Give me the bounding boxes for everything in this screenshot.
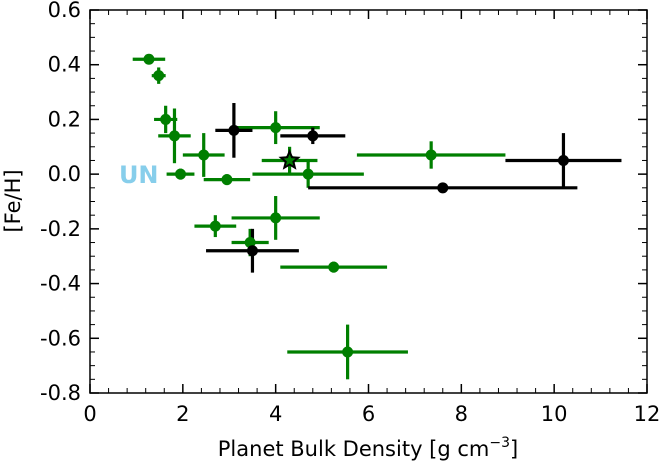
x-tick-label: 6 <box>362 402 375 426</box>
y-tick-label: 0.2 <box>48 107 81 131</box>
y-tick-label: 0.0 <box>48 162 81 186</box>
data-point <box>246 245 258 257</box>
y-tick-label: 0.6 <box>48 0 81 22</box>
y-axis-label: [Fe/H] <box>1 169 25 232</box>
data-point <box>302 168 314 180</box>
x-axis-label-exponent: −3 <box>489 435 510 451</box>
data-point <box>228 124 240 136</box>
y-tick-label: 0.4 <box>48 53 81 77</box>
annotations: UN <box>119 161 159 189</box>
x-tick-label: 8 <box>455 402 468 426</box>
y-tick-label: -0.4 <box>40 272 81 296</box>
data-point <box>143 53 155 65</box>
x-axis-label-main: Planet Bulk Density [g cm <box>218 437 490 461</box>
star-marker <box>278 148 301 170</box>
y-tick-label: -0.6 <box>40 326 81 350</box>
data-point <box>168 130 180 142</box>
data-point <box>198 149 210 161</box>
x-tick-label: 10 <box>541 402 568 426</box>
data-point <box>557 154 569 166</box>
tick-marks <box>89 9 648 394</box>
x-axis-label-close: ] <box>510 437 518 461</box>
x-axis-label: Planet Bulk Density [g cm−3] <box>218 435 518 461</box>
data-point <box>307 130 319 142</box>
data-point <box>175 168 187 180</box>
data-point <box>425 149 437 161</box>
data-point <box>342 346 354 358</box>
data-point <box>437 182 449 194</box>
data-point <box>221 174 233 186</box>
x-tick-label: 4 <box>269 402 282 426</box>
data-point <box>270 212 282 224</box>
data-point <box>153 70 165 82</box>
x-tick-label: 0 <box>83 402 96 426</box>
annotation-label: UN <box>119 161 159 189</box>
x-tick-label: 2 <box>176 402 189 426</box>
data-points <box>143 53 569 358</box>
x-tick-label: 12 <box>634 402 661 426</box>
plot-frame <box>89 9 648 394</box>
data-point <box>270 122 282 134</box>
y-tick-label: -0.2 <box>40 217 81 241</box>
data-point <box>209 220 221 232</box>
y-tick-labels: 0.6 0.4 0.2 0.0 -0.2 -0.4 -0.6 -0.8 <box>40 0 81 405</box>
data-point <box>328 261 340 273</box>
data-point <box>160 113 172 125</box>
error-bars <box>132 57 622 380</box>
y-tick-label: -0.8 <box>40 381 81 405</box>
x-tick-labels: 0 2 4 6 8 10 12 <box>83 402 660 426</box>
